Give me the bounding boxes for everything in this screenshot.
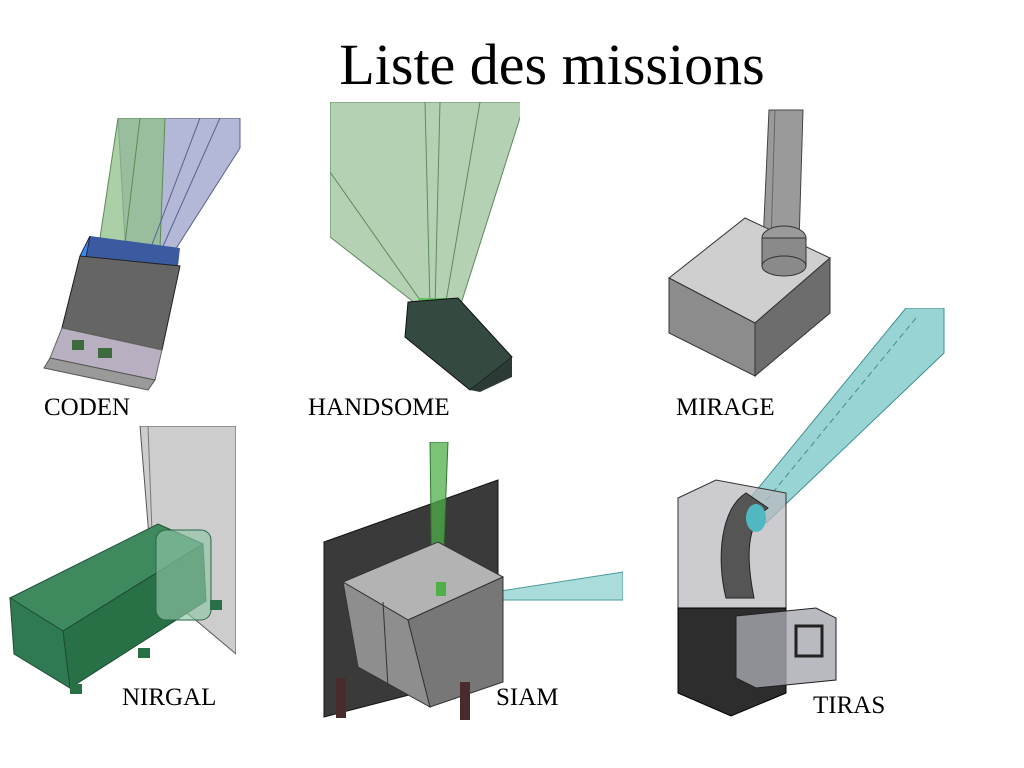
- handsome-instrument-model: [330, 102, 520, 392]
- mission-label-tiras: TIRAS: [813, 692, 886, 719]
- mission-label-mirage: MIRAGE: [676, 394, 775, 421]
- mirage-instrument-model: [668, 109, 831, 378]
- slide-title: Liste des missions: [339, 32, 765, 97]
- mission-label-coden: CODEN: [44, 394, 131, 421]
- mission-label-handsome: HANDSOME: [308, 394, 450, 421]
- mission-label-siam: SIAM: [496, 684, 559, 711]
- tiras-instrument-model: [677, 308, 945, 717]
- nirgal-instrument-model: [8, 426, 236, 694]
- siam-instrument-model: [323, 442, 623, 720]
- coden-instrument-model: [43, 118, 241, 391]
- mission-label-nirgal: NIRGAL: [122, 684, 217, 711]
